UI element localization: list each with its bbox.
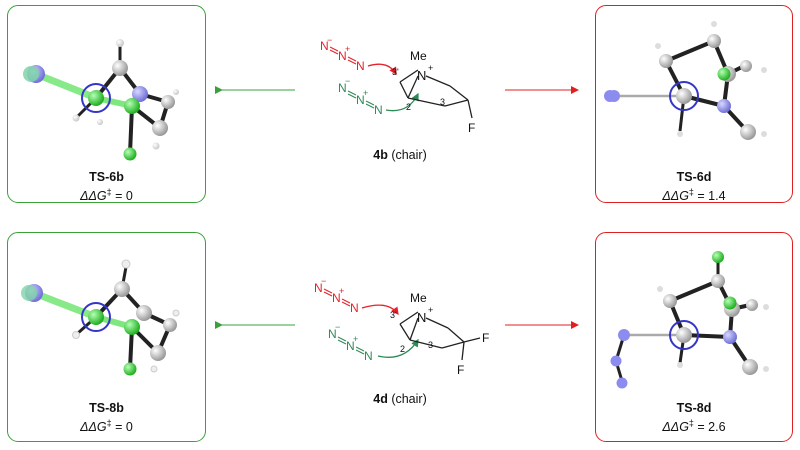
- fluoro-label-2: F: [457, 363, 464, 377]
- svg-text:3: 3: [428, 340, 433, 350]
- fluoro-label: F: [468, 121, 475, 135]
- fluoro-label-1: F: [482, 331, 489, 345]
- svg-text:+: +: [428, 63, 433, 73]
- svg-text:N: N: [338, 49, 347, 63]
- ts-8b-name: TS-8b: [89, 401, 124, 415]
- panel-ts-6b: TS-6b ΔΔG‡ = 0: [7, 5, 206, 203]
- svg-text:3': 3': [390, 310, 397, 320]
- compound-4d-conformation: (chair): [387, 392, 427, 406]
- panel-ts-8d: TS-8d ΔΔG‡ = 2.6: [595, 232, 793, 442]
- svg-text:+: +: [339, 286, 344, 296]
- svg-text:N: N: [328, 327, 337, 341]
- ts-8b-ddg-label: ΔΔG: [80, 420, 107, 435]
- ts-6b-dagger: ‡: [106, 187, 112, 197]
- ts-8d-ddg-value: = 2.6: [693, 420, 726, 435]
- ts-6d-caption: TS-6d ΔΔG‡ = 1.4: [596, 170, 792, 204]
- ts-8d-ddg-label: ΔΔG: [662, 420, 689, 435]
- panel-ts-6d: TS-6d ΔΔG‡ = 1.4: [595, 5, 793, 203]
- svg-text:N: N: [417, 310, 426, 325]
- ts-6b-structure: [23, 39, 179, 161]
- ts-6d-ddg-value: = 1.4: [693, 189, 726, 204]
- svg-text:−: −: [321, 276, 326, 286]
- svg-text:−: −: [335, 322, 340, 332]
- ts-8b-dagger: ‡: [106, 418, 112, 428]
- pos-3prime: 3': [392, 67, 399, 77]
- azide-red-minus: −: [327, 35, 332, 45]
- svg-text:N: N: [314, 281, 323, 295]
- svg-text:N: N: [346, 339, 355, 353]
- svg-text:N: N: [356, 59, 365, 73]
- compound-4b-structure: N − N + N N − N + N Me N + F 3' 2 3: [320, 35, 475, 135]
- methyl-label: Me: [410, 49, 427, 63]
- ts-6d-ddg-label: ΔΔG: [662, 189, 689, 204]
- svg-text:+: +: [353, 334, 358, 344]
- ts-8d-structure: [610, 251, 769, 389]
- compound-4d-id: 4d: [373, 392, 388, 406]
- svg-text:+: +: [363, 88, 368, 98]
- ts-8b-ddg-value: = 0: [111, 420, 133, 435]
- svg-text:+: +: [428, 305, 433, 315]
- compound-4b-id: 4b: [373, 148, 388, 162]
- ts-8d-dagger: ‡: [688, 418, 694, 428]
- svg-text:N: N: [332, 291, 341, 305]
- compound-4b-conformation: (chair): [387, 148, 427, 162]
- pos-3: 3: [440, 97, 445, 107]
- panel-ts-8b: TS-8b ΔΔG‡ = 0: [7, 232, 206, 442]
- svg-text:2: 2: [400, 344, 405, 354]
- svg-text:Me: Me: [410, 291, 427, 305]
- svg-text:N: N: [338, 81, 347, 95]
- nitrogen-label: N: [417, 68, 426, 83]
- ts-6d-structure: [604, 21, 767, 140]
- ts-6d-dagger: ‡: [688, 187, 694, 197]
- ts-8b-caption: TS-8b ΔΔG‡ = 0: [8, 401, 205, 435]
- ts-8d-name: TS-8d: [676, 401, 712, 415]
- compound-4d-structure: N − N + N N − N + N Me N + F F 3' 2 3: [314, 276, 489, 377]
- ts-6d-name: TS-6d: [676, 170, 712, 184]
- azide-red-n1: N: [320, 39, 329, 53]
- ts-6b-caption: TS-6b ΔΔG‡ = 0: [8, 170, 205, 204]
- ts-6b-ddg-label: ΔΔG: [80, 189, 107, 204]
- ts-8b-structure: [21, 259, 180, 376]
- svg-text:−: −: [345, 76, 350, 86]
- compound-4d-label: 4d (chair): [340, 392, 460, 406]
- compound-4b-label: 4b (chair): [340, 148, 460, 162]
- svg-text:+: +: [345, 44, 350, 54]
- ts-6b-ddg-value: = 0: [111, 189, 133, 204]
- svg-text:N: N: [364, 349, 373, 363]
- svg-text:N: N: [374, 103, 383, 117]
- svg-text:N: N: [350, 301, 359, 315]
- svg-text:N: N: [356, 93, 365, 107]
- ts-8d-caption: TS-8d ΔΔG‡ = 2.6: [596, 401, 792, 435]
- ts-6b-name: TS-6b: [89, 170, 124, 184]
- pos-2: 2: [406, 102, 411, 112]
